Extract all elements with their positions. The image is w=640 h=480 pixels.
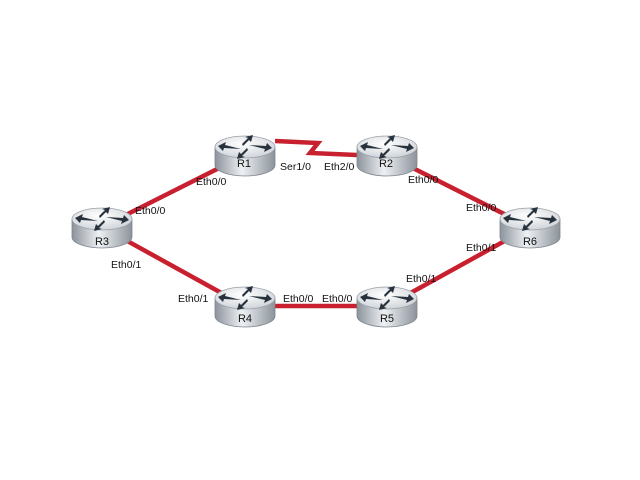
iface-label-r4: Eth0/0 [283,293,314,305]
router-label-r5: R5 [380,313,394,325]
iface-label-r2: Eth2/0 [324,161,355,173]
links-layer [100,138,532,309]
router-label-r1: R1 [237,158,251,170]
router-label-r3: R3 [95,236,109,248]
iface-label-r6: Eth0/1 [466,242,497,254]
router-label-r6: R6 [523,236,537,248]
router-label-r4: R4 [238,313,252,325]
iface-label-r3: Eth0/1 [111,259,142,271]
router-label-r2: R2 [379,158,393,170]
iface-label-r6: Eth0/0 [466,202,497,214]
iface-label-r2: Eth0/0 [408,174,439,186]
iface-label-r3: Eth0/0 [135,205,166,217]
link-r1-r2 [274,138,358,158]
iface-label-r1: Eth0/0 [196,176,227,188]
iface-label-r5: Eth0/0 [322,293,353,305]
iface-label-r4: Eth0/1 [178,293,209,305]
iface-label-r5: Eth0/1 [406,273,437,285]
iface-label-r1: Ser1/0 [280,161,311,173]
